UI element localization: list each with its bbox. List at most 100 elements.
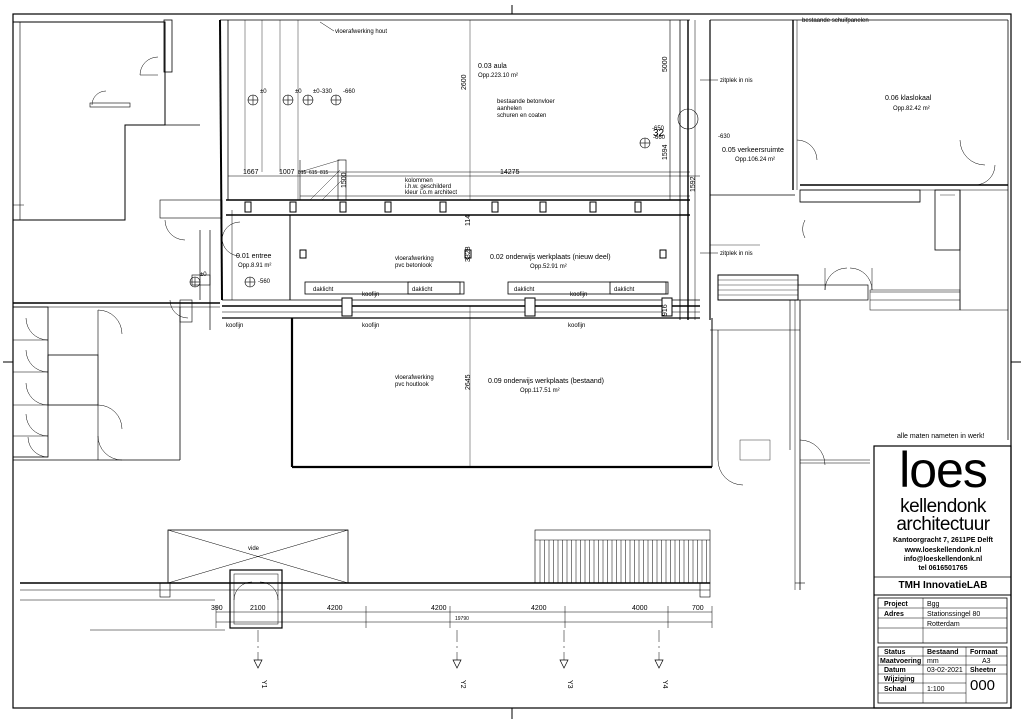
room-verkeer-name: 0.05 verkeersruimte: [722, 147, 784, 154]
label-kolommen-2: i.h.w. geschilderd: [405, 184, 451, 190]
datum-value: 03-02-2021: [927, 667, 963, 674]
grid-axes: [257, 630, 660, 660]
dim-bottom: 390: [211, 605, 223, 612]
label-daklicht: daklicht: [514, 287, 535, 293]
level-label: ±0: [295, 89, 302, 95]
office-email: info@loeskellendonk.nl: [903, 556, 983, 563]
label-zitplek-1: zitplek in nis: [720, 78, 753, 84]
label-vide: vide: [248, 546, 260, 552]
sheet-number: 000: [970, 677, 996, 694]
dim-top: 815: [298, 170, 307, 176]
label-koofijn: koofijn: [568, 323, 585, 329]
project-value: Bgg: [927, 601, 940, 608]
dim-vertical: 2600: [461, 74, 468, 90]
wijziging-label: Wijziging: [884, 676, 915, 683]
level-label: -660: [653, 135, 666, 141]
aula-note-1: bestaande betonvloer: [497, 99, 555, 105]
dim-top: 615: [309, 170, 318, 176]
room-klas-name: 0.06 klaslokaal: [885, 95, 932, 102]
room-werk-best-name: 0.09 onderwijs werkplaats (bestaand): [488, 378, 604, 385]
label-vloer-houtlook-2: pvc houtlook: [395, 382, 430, 388]
stair-treads: [539, 540, 707, 583]
dim-vertical: 114: [465, 215, 472, 226]
dimension-lines: [215, 175, 713, 628]
level-label: ±0: [260, 89, 267, 95]
room-werk-best-area: Opp.117.51 m²: [520, 388, 560, 394]
status-label: Status: [884, 649, 906, 656]
dimension-labels-bottom: 390 2100 4200 4200 4200 4000 700 19790: [211, 605, 704, 622]
logo-text-large: loes: [899, 442, 988, 498]
dimension-labels-top: 1667 1007 815 615 815 14275 1592: [243, 169, 697, 192]
project-title: TMH InnovatieLAB: [898, 580, 988, 591]
label-vloer-beton-1: vloerafwerking: [395, 256, 434, 262]
title-block-frame: [873, 445, 1012, 709]
aula-note-2: aanhelen: [497, 106, 522, 112]
datum-label: Datum: [884, 667, 906, 674]
axis-label: Y2: [459, 680, 466, 689]
office-address: Kantoorgracht 7, 2611PE Delft: [893, 537, 993, 544]
label-vloer-hout: vloerafwerking hout: [335, 29, 387, 35]
logo-text-small: architectuur: [896, 514, 990, 535]
status-value: Bestaand: [927, 649, 959, 656]
dim-total: 19790: [455, 616, 469, 622]
dim-vertical: 3328: [465, 246, 472, 262]
level-label: -630: [718, 134, 731, 140]
level-markers: [189, 79, 718, 288]
room-klas-area: Opp.82.42 m²: [893, 106, 930, 112]
aula-note-3: schuren en coaten: [497, 113, 546, 119]
dim-bottom: 4200: [431, 605, 447, 612]
label-koofijn: koofijn: [362, 323, 379, 329]
label-grid-32: 32: [653, 128, 665, 139]
maatvoering-label: Maatvoering: [880, 658, 922, 665]
main-building-walls: [219, 19, 801, 590]
formaat-value: A3: [982, 658, 991, 665]
label-kolommen-3: kleur i.o.m architect: [405, 190, 457, 196]
room-entree-area: Opp.8.91 m²: [238, 263, 271, 269]
label-daklicht: daklicht: [614, 287, 635, 293]
axis-label: Y4: [661, 680, 668, 689]
columns: [244, 201, 673, 317]
level-label: -660: [343, 89, 356, 95]
dimension-labels-vertical: 2600 5000 1594 1500 3328 114 2645 916: [341, 56, 669, 390]
staircase: [534, 529, 711, 584]
dim-bottom: 4200: [327, 605, 343, 612]
dim-top: 14275: [500, 169, 520, 176]
office-phone: tel 0616501765: [918, 565, 968, 572]
level-label: -330: [320, 89, 333, 95]
maatvoering-value: mm: [927, 658, 939, 665]
dim-bottom: 700: [692, 605, 704, 612]
logo-text-mid: kellendonk: [900, 496, 986, 517]
dim-top: 1592: [690, 176, 697, 192]
room-werk-nieuw-name: 0.02 onderwijs werkplaats (nieuw deel): [490, 254, 611, 261]
office-website: www.loeskellendonk.nl: [904, 547, 982, 554]
label-maten: alle maten nameten in werk!: [897, 433, 985, 440]
label-vloer-houtlook-1: vloerafwerking: [395, 375, 434, 381]
level-label: ±0: [313, 89, 320, 95]
label-daklicht: daklicht: [412, 287, 433, 293]
dim-bottom: 4000: [632, 605, 648, 612]
dim-bottom: 4200: [531, 605, 547, 612]
daklicht-boxes: [304, 281, 669, 295]
dim-top: 1007: [279, 169, 295, 176]
dim-vertical: 1500: [341, 172, 348, 188]
level-label: -560: [258, 279, 271, 285]
axis-markers: [253, 659, 664, 669]
formaat-label: Formaat: [970, 649, 998, 656]
adres-value-2: Rotterdam: [927, 621, 960, 628]
dim-bottom: 2100: [250, 605, 266, 612]
label-schuifpanelen: bestaande schuifpanelen: [802, 18, 869, 24]
label-daklicht: daklicht: [313, 287, 334, 293]
label-koofijn: koofijn: [570, 292, 587, 298]
dim-vertical: 5000: [662, 56, 669, 72]
dim-vertical: 916: [662, 304, 669, 316]
right-wing-walls: [710, 19, 1009, 486]
room-aula-name: 0.03 aula: [478, 63, 507, 70]
label-zitplek-2: zitplek in nis: [720, 251, 753, 257]
dim-vertical: 2645: [465, 374, 472, 390]
axis-label: Y3: [566, 680, 573, 689]
level-label: ±0: [200, 272, 207, 278]
label-vloer-beton-2: pvc betonlook: [395, 263, 433, 269]
dim-top: 815: [320, 170, 329, 176]
room-verkeer-area: Opp.106.24 m²: [735, 157, 775, 163]
